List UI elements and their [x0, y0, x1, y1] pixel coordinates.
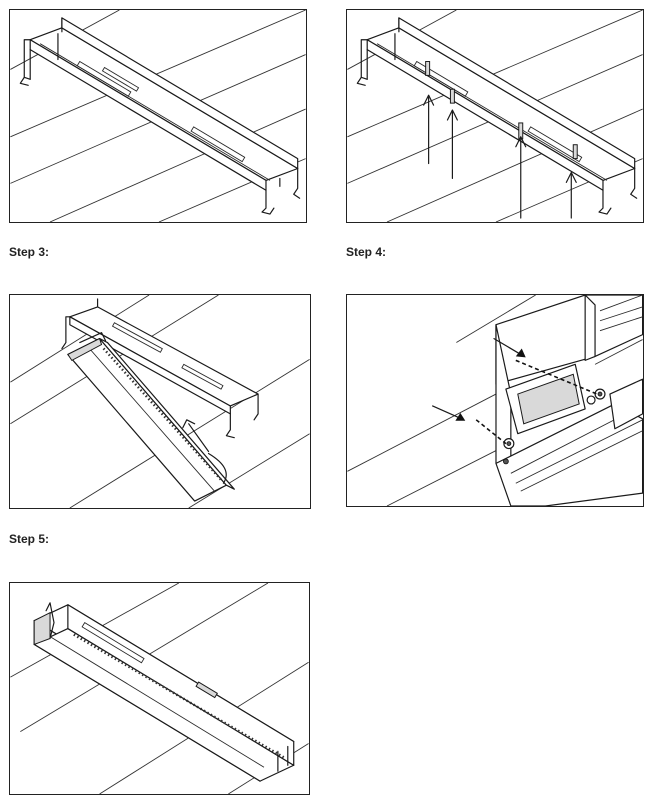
step-5-panel: [9, 582, 310, 795]
ceiling-lines: [10, 295, 310, 508]
pins: [503, 388, 606, 465]
step-5-label: Step 5:: [9, 532, 50, 546]
step-4-panel: [346, 294, 644, 507]
step-3-label: Step 3:: [9, 245, 50, 259]
step-5-illustration: [10, 583, 309, 794]
arrow-icon: [423, 94, 577, 219]
led-fixture-installed: [33, 602, 295, 782]
bracket-end-closeup: [495, 295, 643, 474]
led-fixture: [67, 332, 235, 502]
dashed-guide-line: [475, 359, 598, 445]
step-3-illustration: [10, 295, 310, 508]
led-fixture: [495, 378, 643, 506]
mounting-bracket: [19, 17, 301, 215]
mounting-bracket: [356, 17, 638, 215]
step-3-panel: [9, 294, 311, 509]
step-2-panel: [346, 9, 644, 223]
step-2-illustration: [347, 10, 643, 222]
arrow-icon: [431, 337, 526, 421]
step-1-panel: [9, 9, 307, 223]
mounting-bracket: [61, 298, 259, 439]
step-1-illustration: [10, 10, 306, 222]
step-4-label: Step 4:: [346, 245, 387, 259]
step-4-illustration: [347, 295, 643, 506]
arrow-icon: [182, 419, 227, 484]
